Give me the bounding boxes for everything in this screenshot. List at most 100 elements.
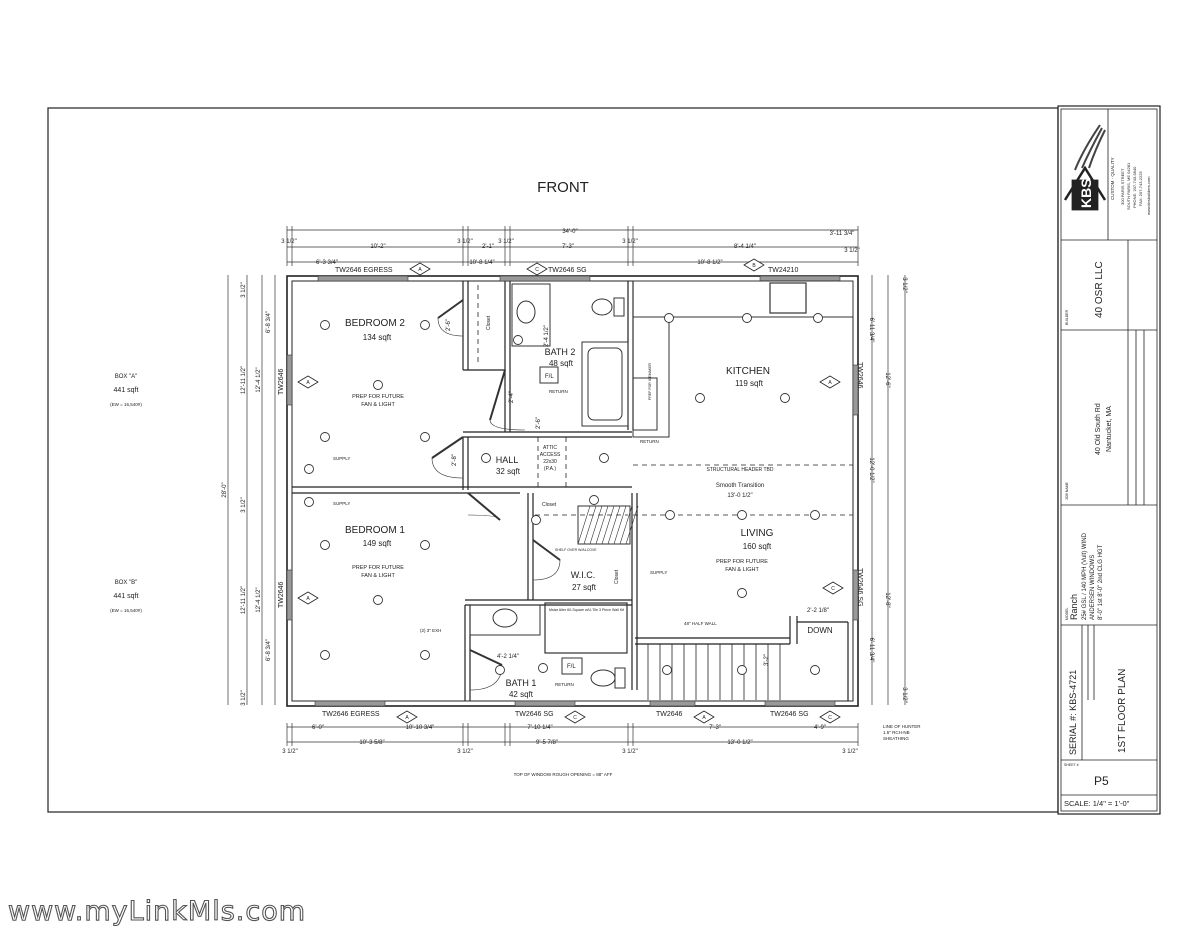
recessed-light-icon	[695, 393, 705, 403]
chase-hatch-line	[601, 505, 615, 545]
dimension-label: 2'-2 1/8"	[807, 608, 829, 614]
attic-access: ATTIC	[543, 445, 557, 451]
dimension-label: 3'-2"	[764, 654, 770, 666]
fixtures	[286, 275, 859, 707]
window	[286, 569, 293, 621]
window-tag: TW2646 EGRESS	[322, 711, 380, 718]
title-block	[1057, 105, 1161, 815]
window-tag: TW2646	[856, 362, 863, 389]
bathtub-inner	[587, 347, 623, 421]
dimension-label: 34'-0"	[562, 229, 577, 235]
door-swing	[532, 559, 561, 581]
recessed-light-icon	[320, 432, 330, 442]
recessed-light-icon	[420, 540, 430, 550]
window	[852, 569, 859, 621]
exhaust-label: (2) 3" EXH	[420, 628, 441, 633]
dimension-label: 13'-0 1/2"	[727, 740, 752, 746]
door-swing	[431, 457, 464, 479]
dimension-label: 3 1/2"	[622, 239, 637, 245]
fl-box	[539, 366, 559, 384]
window-tag: TW24210	[768, 267, 798, 274]
dimension-label: 3 1/2"	[901, 277, 907, 292]
dimension-label: 3 1/2"	[241, 282, 247, 297]
recessed-light-icon	[599, 453, 609, 463]
dimension-label: 2'-4 1/2"	[544, 325, 550, 347]
dimension-label: 3 1/2"	[241, 690, 247, 705]
dimension-label: 12'-4 1/2"	[256, 587, 262, 612]
window-type-diamond	[819, 375, 841, 389]
window-type-diamond	[396, 710, 418, 724]
dimension-label: 3 1/2"	[281, 239, 296, 245]
recessed-light-icon	[780, 393, 790, 403]
half-wall-label: 48" HALF WALL	[684, 621, 717, 626]
bedroom-2-area: 134 sqft	[363, 333, 392, 342]
line-of-hunter-note: 1.5" RCH-NB	[883, 730, 910, 735]
door-swing	[437, 317, 464, 337]
window-tag: TW2646 SG	[515, 711, 554, 718]
living-area: 160 sqft	[743, 542, 772, 551]
recessed-light-icon	[737, 588, 747, 598]
model-spec: ANDERSEN WINDOWS	[1090, 555, 1096, 620]
window-tag: TW2646 SG	[770, 711, 809, 718]
chase-hatch-line	[619, 505, 633, 545]
closet-label: Closet	[486, 315, 492, 330]
model-label: MODEL	[1065, 608, 1069, 621]
dimension-label: 3'-11 3/4"	[830, 231, 855, 237]
job-address: 40 Old South Rd	[1095, 403, 1102, 455]
window	[514, 700, 576, 707]
dimension-label: 3 1/2"	[498, 239, 513, 245]
window-type-label: C	[831, 586, 835, 592]
recessed-light-icon	[320, 650, 330, 660]
window-type-label: C	[573, 715, 577, 721]
window-type-diamond	[297, 375, 319, 389]
recessed-light-icon	[373, 595, 383, 605]
window-type-diamond	[693, 710, 715, 724]
toilet-icon	[590, 669, 616, 687]
window-type-diamond	[526, 262, 548, 276]
window-type-label: A	[702, 715, 706, 721]
chase-hatch	[577, 505, 631, 545]
recessed-light-icon	[304, 497, 314, 507]
living-note: PREP FOR FUTURE	[716, 559, 768, 565]
door-leaf	[489, 369, 506, 421]
shelf-label: SHELF OVER W/ALCOVE	[555, 548, 597, 552]
model-spec: 25# GSL / 140 MPH (Vult) WIND	[1082, 532, 1088, 620]
recessed-light-icon	[737, 510, 747, 520]
window-type-label: B	[752, 263, 756, 269]
door-leaf	[467, 492, 501, 521]
toilet-icon	[591, 298, 613, 316]
watermark: www.myLinkMls.com	[8, 896, 306, 927]
window-type-label: A	[828, 380, 832, 386]
window-tag: TW2646	[278, 368, 285, 395]
chase-hatch-line	[607, 505, 621, 545]
dimension-label: 12'-11 1/2"	[241, 586, 247, 614]
dimension-label: 10'-3 5/8"	[359, 740, 384, 746]
recessed-light-icon	[373, 380, 383, 390]
window-tag: TW2646	[656, 711, 683, 718]
kitchen-sink	[769, 282, 807, 314]
room-living: LIVING	[741, 528, 774, 539]
door-leaf	[437, 299, 464, 319]
dimension-label: 10'-8 1/4"	[469, 260, 494, 266]
chase-hatch-line	[613, 505, 627, 545]
bedroom-1-note: FAN & LIGHT	[361, 573, 395, 579]
chase-hatch-line	[583, 505, 597, 545]
owner-label: BUILDER	[1065, 309, 1069, 325]
box-a-label: BOX "A" 441 sqft (EW = 16,540#)	[110, 374, 142, 407]
window	[317, 275, 409, 282]
dimension-label: 3 1/2"	[241, 497, 247, 512]
bedroom-2-note: PREP FOR FUTURE	[352, 394, 404, 400]
wic-area: 27 sqft	[572, 583, 597, 592]
dimension-label: 10'-10 3/4"	[406, 725, 435, 731]
dimension-label: 12'-8"	[884, 592, 890, 607]
chase-hatch-line	[589, 505, 603, 545]
refrigerator	[632, 377, 658, 431]
bedroom-1-area: 149 sqft	[363, 539, 392, 548]
base-cabinets	[632, 280, 854, 318]
dimension-label: 10'-8 1/2"	[697, 260, 722, 266]
room-kitchen: KITCHEN	[726, 366, 770, 377]
dimension-label: 3 1/2"	[622, 749, 637, 755]
sink-icon	[516, 300, 536, 324]
window	[314, 700, 386, 707]
